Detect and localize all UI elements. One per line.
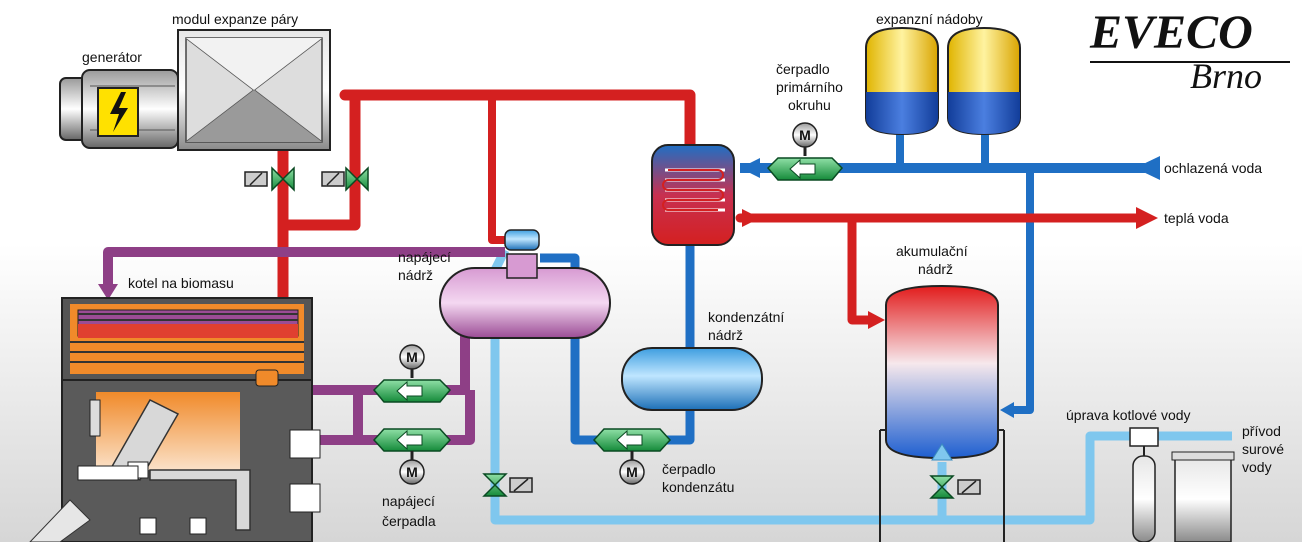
steam-expansion-module — [177, 29, 331, 151]
label-raw-water-1: přívod — [1242, 423, 1281, 439]
label-generator: generátor — [82, 49, 142, 65]
label-primary-pump-1: čerpadlo — [776, 61, 830, 77]
label-raw-water-3: vody — [1242, 459, 1272, 475]
motor-letter: M — [406, 464, 418, 480]
motor-letter: M — [406, 349, 418, 365]
water-treatment — [1129, 427, 1235, 542]
label-condensate-tank-1: kondenzátní — [708, 309, 784, 325]
steam-main-pipe — [339, 89, 696, 156]
label-feed-tank-2: nádrž — [398, 267, 433, 283]
heat-exchanger — [651, 144, 735, 246]
label-accum-tank-2: nádrž — [918, 261, 953, 277]
boiler-feed-pipe — [103, 247, 505, 290]
warm-arrow-hx — [742, 209, 760, 227]
condensate-pump — [592, 428, 672, 485]
label-steam-module: modul expanze páry — [172, 11, 298, 27]
label-boiler: kotel na biomasu — [128, 275, 234, 291]
logo-line2: Brno — [1190, 56, 1262, 96]
generator — [59, 69, 179, 149]
steam-branch-pipe — [277, 89, 361, 231]
label-feed-tank-1: napájecí — [398, 249, 451, 265]
steam-valve-right — [321, 166, 369, 192]
boiler-feed-arrow — [98, 284, 118, 300]
feedwater-pipe — [490, 247, 1232, 525]
cold-arrow-hx — [740, 158, 760, 178]
cold-arrow-acc — [1000, 402, 1014, 418]
motor-letter: M — [799, 127, 811, 143]
label-accum-tank-1: akumulační — [896, 243, 968, 259]
expansion-tank-1 — [865, 26, 939, 136]
label-feed-pumps-1: napájecí — [382, 493, 435, 509]
feed-pump-lower — [372, 428, 452, 485]
steam-feedtank-pipe — [488, 91, 509, 244]
eveco-logo: EVECO Brno — [1089, 6, 1290, 96]
expansion-tank-2 — [947, 26, 1021, 136]
feed-pump-upper — [372, 344, 452, 403]
cold-arrow-in — [1135, 156, 1160, 180]
steam-valve-left — [244, 166, 295, 192]
feedwater-valve — [482, 473, 533, 497]
label-condensate-tank-2: nádrž — [708, 327, 743, 343]
warm-arrow-out — [1136, 207, 1158, 229]
label-raw-water-2: surové — [1242, 441, 1284, 457]
biomass-boiler — [29, 297, 321, 542]
expansion-connect-pipe — [896, 130, 989, 168]
label-primary-pump-2: primárního — [776, 79, 843, 95]
logo-line1: EVECO — [1089, 6, 1253, 59]
motor-letter: M — [626, 464, 638, 480]
label-expansion-tanks: expanzní nádoby — [876, 11, 983, 27]
hot-arrow-acc — [868, 311, 885, 329]
lightning-icon — [110, 92, 128, 132]
label-condensate-pump-2: kondenzátu — [662, 479, 734, 495]
primary-pump — [766, 122, 844, 181]
label-cooled-water: ochlazená voda — [1164, 160, 1262, 176]
label-primary-pump-3: okruhu — [788, 97, 831, 113]
label-water-treatment: úprava kotlové vody — [1066, 407, 1191, 423]
accumulator-hot-pipe — [847, 213, 877, 325]
accumulation-tank — [879, 284, 1005, 542]
condensate-tank — [621, 347, 763, 411]
label-feed-pumps-2: čerpadla — [382, 513, 436, 529]
accumulator-valve — [929, 443, 981, 499]
condensate-return-pipe — [540, 253, 695, 445]
accumulator-cold-pipe — [1010, 168, 1034, 414]
label-warm-water: teplá voda — [1164, 210, 1229, 226]
label-condensate-pump-1: čerpadlo — [662, 461, 716, 477]
feed-tank — [439, 229, 611, 339]
feed-pump-loop — [353, 330, 475, 445]
